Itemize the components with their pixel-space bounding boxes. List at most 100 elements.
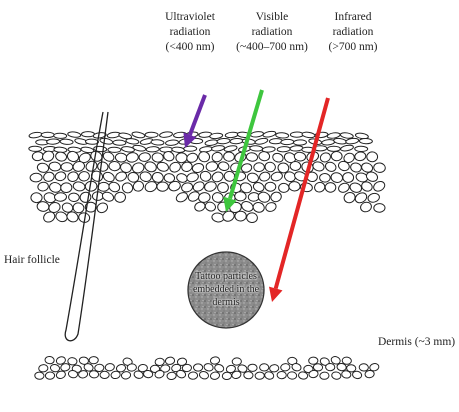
dermal-cell [110,370,120,379]
epidermal-cell [175,191,189,204]
flattened-cell [293,140,306,145]
dermal-cell [50,364,60,373]
epidermal-cell [181,182,194,193]
epidermal-cell [254,163,265,172]
flattened-cell [85,139,98,145]
epidermal-cell [324,161,338,174]
dermal-cell [248,364,257,371]
epidermal-cell [197,150,211,163]
dermal-cell [199,370,210,380]
epidermal-cell [37,181,49,192]
epidermal-cell [101,191,115,203]
flattened-cell [46,139,59,145]
uv-label-line2: radiation [156,25,224,40]
epidermal-cell [331,151,342,161]
flattened-cell [159,131,173,138]
epidermal-cell [157,182,169,191]
dermal-cell [127,363,137,371]
epidermal-cell [55,151,68,162]
epidermal-cell [36,201,49,212]
epidermal-cell [30,173,42,182]
dermal-cell [255,372,265,380]
epidermal-cell [313,181,326,194]
epidermal-cell [107,180,121,193]
epidermal-cell [373,162,386,173]
flattened-cell [321,139,334,146]
epidermal-cell [337,182,351,194]
dermal-cell [100,371,109,378]
epidermal-cell [289,182,300,192]
dermis-depth-label: Dermis (~3 mm) [378,335,455,350]
epidermal-cell [246,152,258,162]
dermal-cell [280,363,290,371]
deep-dermis-cells [35,355,380,380]
flattened-cell [250,131,264,138]
epidermal-cell [320,173,331,182]
flattened-cell [225,132,238,139]
epidermal-cell [98,182,110,191]
epidermal-cell [354,151,366,161]
dermal-cell [188,372,198,380]
epidermal-cell [367,192,380,203]
hair-follicle-label: Hair follicle [4,253,60,268]
infrared-label-line2: radiation [318,25,388,40]
dermal-cell [89,356,98,364]
epidermal-cell [271,152,284,164]
dermal-cell [105,363,115,372]
epidermal-cell [36,162,49,173]
epidermal-cell [72,181,85,192]
infrared-label-line1: Infrared [318,10,388,25]
flattened-cell [327,146,340,151]
flattened-cell [340,132,354,139]
tattoo-particles-label: Tattoo particles embedded in the dermis [186,270,266,309]
epidermal-cell [152,152,164,162]
dermal-cell [277,371,286,378]
epidermal-cell [115,153,127,163]
epidermis-cells [29,130,387,224]
flattened-cell [82,132,95,137]
epidermal-cell [176,153,188,164]
flattened-cell [172,147,185,153]
flattened-cell [276,132,289,138]
epidermal-cell [60,182,72,193]
dermal-cell [320,372,330,380]
epidermal-cell [97,161,109,172]
epidermal-cell [66,171,79,183]
epidermal-cell [252,201,265,213]
flattened-cell [132,131,146,139]
flattened-cell [224,145,238,153]
flattened-cell [281,139,294,145]
dermal-cell [222,372,232,380]
epidermal-cell [49,161,62,171]
epidermal-cell [206,161,219,172]
flattened-cell [146,146,159,152]
infrared-label-line3: (>700 nm) [318,40,388,55]
dermal-cell [38,364,48,372]
flattened-cell [302,131,316,138]
flattened-cell [355,146,368,151]
flattened-cell [263,130,277,138]
epidermal-cell [349,182,363,194]
dermal-cell [35,372,45,380]
dermal-cell [89,370,99,378]
epidermal-cell [290,162,301,171]
flattened-cell [230,138,243,144]
epidermal-cell [246,172,259,184]
epidermal-cell [234,211,246,222]
epidermal-cell [192,180,206,193]
flattened-cell [290,132,303,137]
epidermal-cell [265,182,276,191]
dermal-cell [155,358,165,366]
visible-label-line3: (~400–700 nm) [234,40,310,55]
epidermal-cell [54,193,66,202]
visible-label-line2: radiation [234,25,310,40]
epidermal-cell [278,183,289,193]
epidermal-cell [109,161,121,171]
flattened-cell [151,139,164,145]
flattened-cell [108,147,121,152]
flattened-cell [211,145,225,152]
uv-label-line3: (<400 nm) [156,40,224,55]
epidermal-cell [114,192,126,203]
flattened-cell [113,140,126,146]
epidermal-cell [31,192,43,203]
